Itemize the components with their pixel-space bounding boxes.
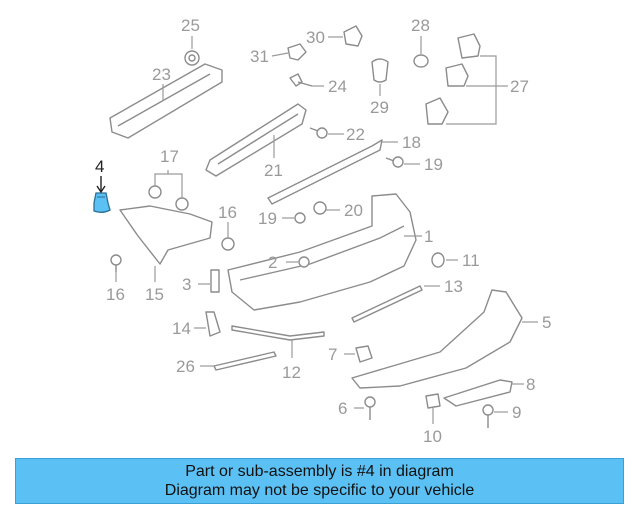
part-27-leader xyxy=(446,55,497,125)
part-14-bracket[interactable] xyxy=(205,311,221,337)
label-26: 26 xyxy=(176,357,195,376)
part-28-grommet[interactable] xyxy=(413,54,429,68)
part-15-lower-panel[interactable] xyxy=(119,205,213,265)
part-12-molding[interactable] xyxy=(231,325,325,341)
part-27-sensors[interactable] xyxy=(425,33,481,125)
part-26-trim[interactable] xyxy=(213,351,277,371)
part-4-arrow xyxy=(96,185,106,194)
part-6-bolt[interactable] xyxy=(364,396,376,420)
part-20-nut[interactable] xyxy=(313,201,327,215)
part-24-bolt[interactable] xyxy=(289,73,313,87)
caption-banner: Part or sub-assembly is #4 in diagram Di… xyxy=(15,458,624,504)
label-31: 31 xyxy=(250,47,269,66)
label-25: 25 xyxy=(181,16,200,35)
part-3-bolt[interactable] xyxy=(210,269,220,293)
caption-line-1: Part or sub-assembly is #4 in diagram xyxy=(185,463,454,480)
part-22-bolt[interactable] xyxy=(309,127,328,139)
label-8: 8 xyxy=(526,375,535,394)
part-10-clip[interactable] xyxy=(425,393,441,409)
label-2: 2 xyxy=(268,253,277,272)
part-7-clip[interactable] xyxy=(355,345,373,363)
label-28: 28 xyxy=(411,16,430,35)
part-2-bolt[interactable] xyxy=(298,256,310,268)
label-20: 20 xyxy=(344,201,363,220)
label-12: 12 xyxy=(282,363,301,382)
part-4-clip[interactable] xyxy=(93,192,111,213)
part-16-bolt-left[interactable] xyxy=(110,254,122,272)
part-30-clip[interactable] xyxy=(343,25,363,47)
label-3: 3 xyxy=(182,275,191,294)
part-31-leader xyxy=(271,52,289,57)
part-9-bolt[interactable] xyxy=(482,404,494,428)
label-16-right: 16 xyxy=(218,203,237,222)
label-24: 24 xyxy=(328,77,347,96)
label-13: 13 xyxy=(444,277,463,296)
label-16-left: 16 xyxy=(106,285,125,304)
label-29: 29 xyxy=(370,98,389,117)
label-17: 17 xyxy=(160,147,179,166)
caption-line-2: Diagram may not be specific to your vehi… xyxy=(164,482,475,499)
label-19-lower: 19 xyxy=(258,209,277,228)
part-21-reinforcement[interactable] xyxy=(205,103,307,177)
label-5: 5 xyxy=(542,313,551,332)
part-23-bracket[interactable] xyxy=(109,63,223,139)
label-30: 30 xyxy=(306,28,325,47)
part-19-bolt-lower[interactable] xyxy=(294,212,306,224)
label-14: 14 xyxy=(172,319,191,338)
label-15: 15 xyxy=(145,285,164,304)
part-31-clip[interactable] xyxy=(287,43,307,61)
part-5-diffuser[interactable] xyxy=(351,289,523,389)
part-1-bumper-cover[interactable] xyxy=(227,193,417,311)
part-11-cap[interactable] xyxy=(431,252,445,268)
label-1: 1 xyxy=(424,227,433,246)
label-19-upper: 19 xyxy=(424,155,443,174)
part-13-molding[interactable] xyxy=(351,285,423,323)
label-10: 10 xyxy=(423,427,442,446)
label-6: 6 xyxy=(338,399,347,418)
label-18: 18 xyxy=(402,133,421,152)
part-19-bolt-upper[interactable] xyxy=(385,156,404,168)
label-11: 11 xyxy=(462,251,480,270)
label-9: 9 xyxy=(512,403,521,422)
part-8-cover[interactable] xyxy=(443,379,513,407)
label-21: 21 xyxy=(264,161,283,180)
part-17-leader xyxy=(154,170,183,198)
label-23: 23 xyxy=(152,65,171,84)
label-22: 22 xyxy=(346,125,365,144)
part-29-cap[interactable] xyxy=(371,58,389,83)
part-25-grommet[interactable] xyxy=(184,50,200,66)
label-7: 7 xyxy=(328,345,337,364)
part-16-bolt-right[interactable] xyxy=(221,237,235,251)
label-27: 27 xyxy=(510,77,529,96)
label-4: 4 xyxy=(95,157,104,176)
part-18-bracket[interactable] xyxy=(267,139,383,205)
